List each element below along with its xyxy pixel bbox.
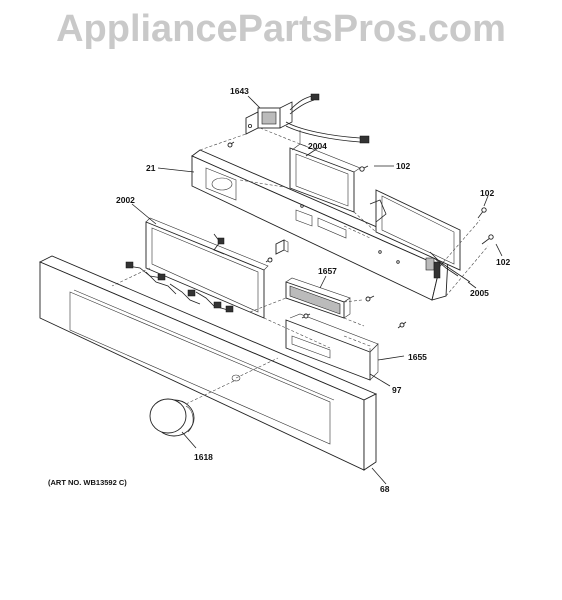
- assembly-guide-lines: [111, 127, 489, 405]
- callout-2002: 2002: [116, 195, 135, 205]
- callout-102-right-lower: 102: [496, 257, 510, 267]
- callout-1618: 1618: [194, 452, 213, 462]
- leader-lines: [131, 95, 503, 485]
- callout-2004: 2004: [308, 141, 327, 151]
- display-module-1657[interactable]: [285, 277, 351, 319]
- callout-102-right-upper: 102: [480, 188, 494, 198]
- screw-102-right-lower[interactable]: [481, 234, 494, 245]
- back-panel-part[interactable]: [191, 149, 449, 301]
- callout-1643: 1643: [230, 86, 249, 96]
- screw-1655-a[interactable]: [365, 295, 375, 302]
- small-clip-part[interactable]: [275, 239, 289, 255]
- watermark-text: AppliancePartsPros.com: [56, 8, 506, 50]
- front-control-panel-part[interactable]: [38, 255, 378, 471]
- control-board-2002[interactable]: [125, 217, 273, 319]
- callout-21: 21: [146, 163, 156, 173]
- control-board-1655[interactable]: [285, 313, 379, 381]
- screw-1655-c[interactable]: [301, 313, 311, 319]
- callout-2005: 2005: [470, 288, 489, 298]
- control-knob-part[interactable]: [149, 398, 195, 437]
- callout-1657: 1657: [318, 266, 337, 276]
- screw-1655-b[interactable]: [397, 321, 407, 329]
- callout-97: 97: [392, 385, 402, 395]
- screw-102-right-upper[interactable]: [477, 207, 487, 219]
- control-board-2005[interactable]: [369, 189, 471, 283]
- transformer-part[interactable]: [245, 93, 370, 147]
- art-number: (ART NO. WB13592 C): [48, 478, 127, 487]
- callout-102-upper: 102: [396, 161, 410, 171]
- screw-21-top[interactable]: [227, 141, 235, 148]
- callout-1655: 1655: [408, 352, 427, 362]
- screw-102-upper[interactable]: [359, 165, 369, 172]
- callout-68: 68: [380, 484, 390, 494]
